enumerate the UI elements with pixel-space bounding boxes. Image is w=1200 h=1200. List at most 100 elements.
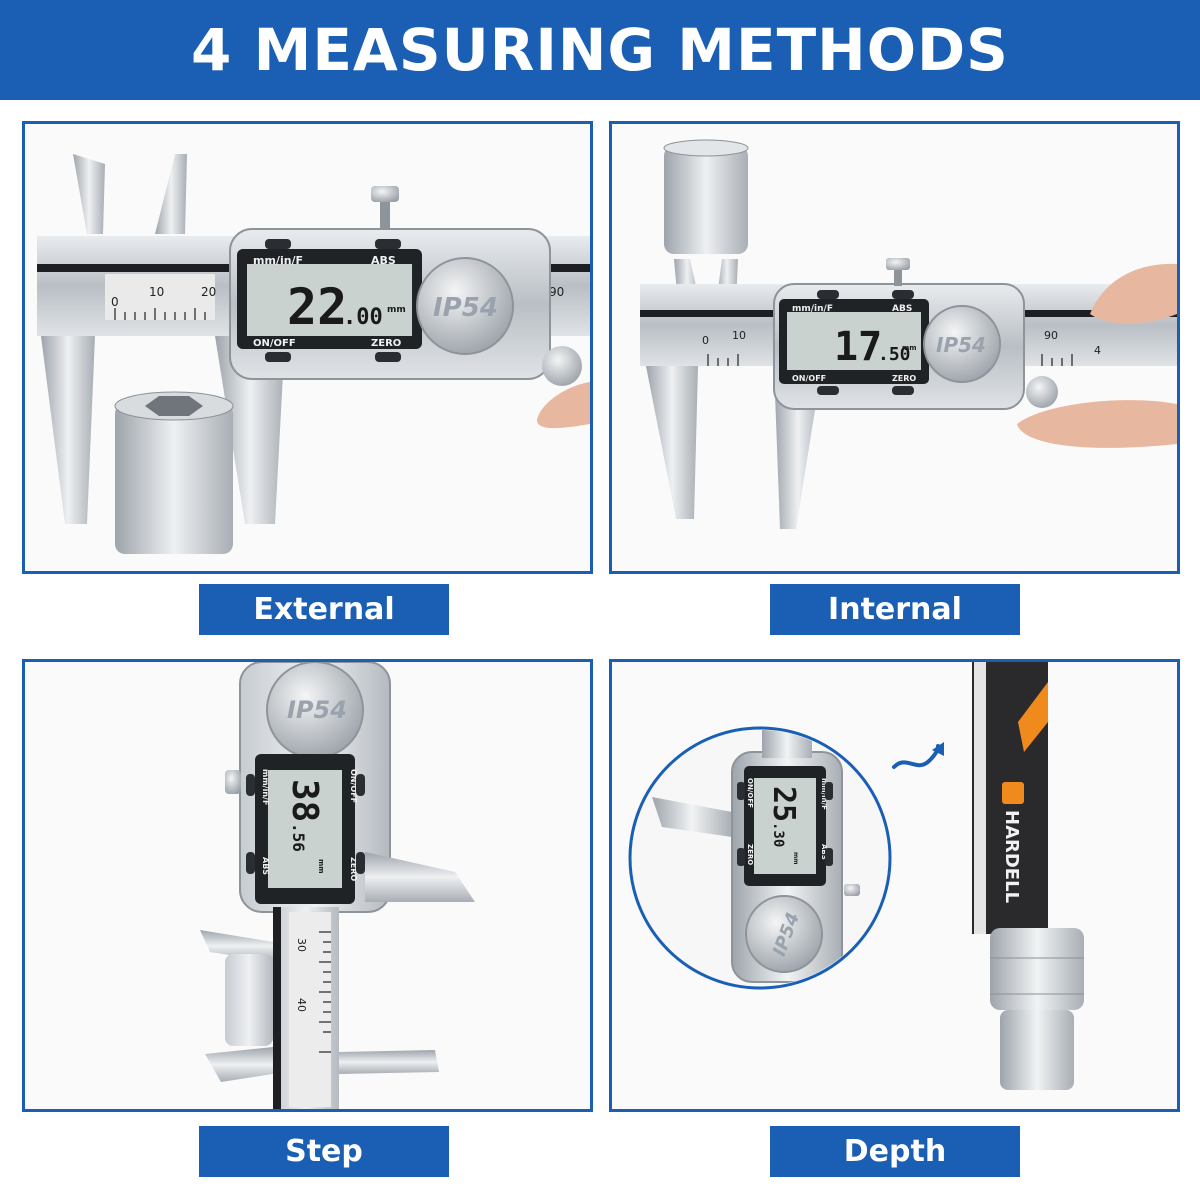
lock-screw-icon	[844, 884, 860, 896]
upper-jaw-left	[73, 154, 105, 234]
scale-tick-label: 20	[201, 285, 216, 299]
onoff-button[interactable]	[356, 774, 365, 796]
reading-main: 17	[834, 324, 882, 370]
onoff-button[interactable]	[265, 352, 291, 362]
abs-label: ABS	[820, 844, 828, 860]
zero-label: ZERO	[349, 857, 358, 881]
unit-label: mm	[387, 305, 406, 315]
abs-button[interactable]	[825, 848, 833, 866]
scale-tick-label: 90	[549, 285, 564, 299]
abs-label: ABS	[261, 857, 270, 875]
onoff-button[interactable]	[737, 782, 745, 800]
header-banner: 4 MEASURING METHODS	[0, 0, 1200, 100]
mode-label: mm/in/F	[261, 769, 270, 805]
hand-lower-icon	[1017, 400, 1177, 448]
panel-external: 0 10 20 90 mm/in/F ABS 22 .00 mm ON/OFF …	[22, 121, 593, 574]
page-title: 4 MEASURING METHODS	[191, 16, 1009, 84]
label-step: Step	[199, 1126, 449, 1177]
lower-jaw-left	[646, 366, 698, 519]
mode-label: mm/in/F	[792, 304, 833, 314]
unit-label: mm	[317, 859, 325, 874]
zero-label: ZERO	[746, 844, 754, 865]
label-external: External	[199, 584, 449, 635]
mode-button[interactable]	[265, 239, 291, 249]
upper-jaw	[365, 852, 475, 902]
reading-decimal: .50	[878, 344, 911, 365]
unit-label: mm	[902, 344, 917, 352]
thumb-wheel-icon	[1026, 376, 1058, 408]
reading-main: 25	[766, 786, 801, 822]
lock-screw-icon	[886, 258, 910, 270]
label-internal: Internal	[770, 584, 1020, 635]
lcd-screen	[787, 312, 921, 370]
socket-icon	[225, 954, 273, 1046]
scale-tick-label: 90	[1044, 329, 1058, 342]
lock-screw-icon	[371, 186, 399, 202]
step-measurement-illustration: IP54 38 .56 mm mm/in/F ABS ON/OFF ZERO	[200, 662, 475, 1109]
reading-decimal: .30	[770, 822, 786, 847]
zero-button[interactable]	[375, 352, 401, 362]
abs-label: ABS	[892, 304, 912, 314]
onoff-label: ON/OFF	[253, 338, 296, 349]
reading-main: 38	[284, 779, 325, 822]
ip54-badge-icon	[923, 305, 1001, 383]
hand-upper-icon	[1090, 263, 1177, 324]
badge-label: IP54	[287, 696, 347, 724]
panel-internal: 0 10 90 4 mm/in/F ABS 17 .50 mm ON/OFF Z…	[609, 121, 1180, 574]
mode-button[interactable]	[825, 782, 833, 800]
abs-button[interactable]	[246, 852, 255, 874]
brand-label: HARDELL	[1001, 810, 1022, 903]
reading-decimal: .00	[343, 305, 383, 330]
mode-button[interactable]	[246, 774, 255, 796]
zero-button[interactable]	[737, 848, 745, 866]
reading-decimal: .56	[289, 823, 308, 852]
onoff-button[interactable]	[817, 386, 839, 395]
lcd-screen	[247, 264, 412, 336]
lower-jaw-left	[41, 336, 95, 524]
hand-icon	[537, 382, 590, 429]
zero-label: ZERO	[371, 338, 401, 349]
zero-label: ZERO	[892, 374, 916, 383]
upper-jaw-right	[155, 154, 187, 234]
onoff-label: ON/OFF	[792, 374, 826, 383]
lock-screw-icon	[225, 770, 241, 794]
zero-button[interactable]	[356, 852, 365, 874]
scale-tick-label: 10	[732, 329, 746, 342]
scale-tick-label: 40	[295, 998, 308, 1012]
onoff-label: ON/OFF	[349, 769, 358, 803]
internal-measurement-illustration: 0 10 90 4 mm/in/F ABS 17 .50 mm ON/OFF Z…	[640, 139, 1177, 529]
arrow-icon	[892, 744, 940, 769]
scale-tick-label: 10	[149, 285, 164, 299]
badge-label: IP54	[433, 293, 498, 323]
scale-tick-label: 4	[1094, 344, 1101, 357]
socket-icon	[664, 146, 748, 254]
scale-tick-label: 0	[702, 334, 709, 347]
unit-label: mm	[792, 852, 799, 865]
socket-icon	[115, 404, 233, 554]
panel-depth: 25 .30 mm ON/OFF ZERO mm/in/F ABS IP54	[609, 659, 1180, 1112]
badge-label: IP54	[936, 333, 986, 357]
thumb-wheel-icon	[542, 346, 582, 386]
lcd-screen	[268, 770, 342, 888]
lower-jaw-right	[339, 1050, 439, 1074]
abs-label: ABS	[371, 254, 396, 267]
label-depth: Depth	[770, 1126, 1020, 1177]
ip54-badge-icon	[416, 257, 514, 355]
socket-icon	[990, 928, 1084, 1010]
mode-button[interactable]	[817, 290, 839, 299]
onoff-label: ON/OFF	[746, 778, 754, 808]
abs-button[interactable]	[892, 290, 914, 299]
mode-label: mm/in/F	[253, 254, 303, 267]
lcd-screen	[754, 778, 816, 874]
mode-label: mm/in/F	[820, 778, 828, 810]
ip54-badge-icon	[745, 895, 823, 973]
zero-button[interactable]	[892, 386, 914, 395]
reading-main: 22	[287, 278, 347, 336]
lower-jaw-right	[215, 336, 285, 524]
depth-measurement-illustration: 25 .30 mm ON/OFF ZERO mm/in/F ABS IP54	[628, 662, 1084, 1090]
panel-step: IP54 38 .56 mm mm/in/F ABS ON/OFF ZERO	[22, 659, 593, 1112]
abs-button[interactable]	[375, 239, 401, 249]
scale-tick-label: 0	[111, 295, 119, 309]
scale-tick-label: 30	[295, 938, 308, 952]
external-measurement-illustration: 0 10 20 90 mm/in/F ABS 22 .00 mm ON/OFF …	[37, 154, 590, 554]
